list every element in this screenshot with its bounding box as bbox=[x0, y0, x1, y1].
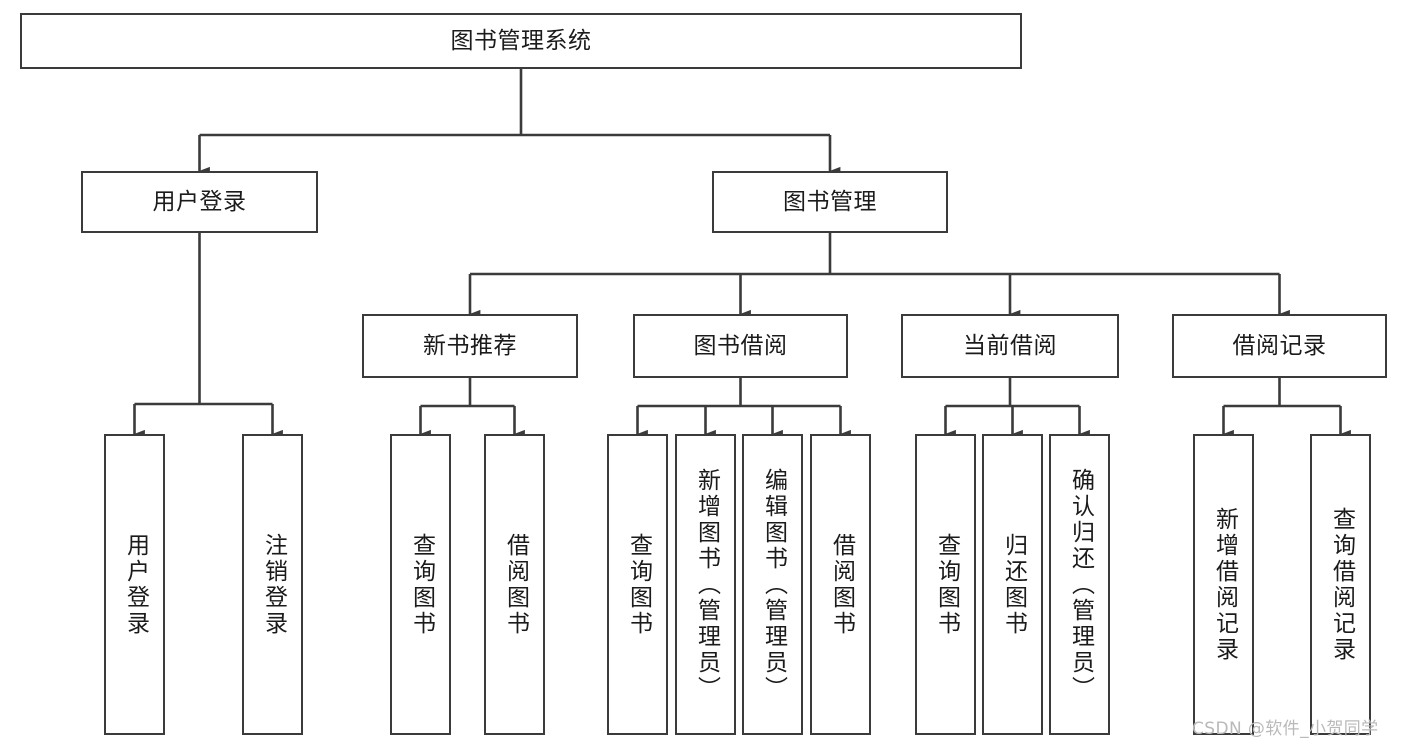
node-leaf-borrow-add-label: 新增图书（管理员） bbox=[693, 467, 720, 702]
node-leaf-rec-borrow-label: 借阅图书 bbox=[502, 532, 529, 637]
node-leaf-rec-add[interactable]: 新增借阅记录 bbox=[1193, 434, 1254, 735]
node-leaf-user-login[interactable]: 用户登录 bbox=[104, 434, 165, 735]
node-current-borrow[interactable]: 当前借阅 bbox=[901, 314, 1119, 378]
node-leaf-borrow-lend-label: 借阅图书 bbox=[828, 532, 855, 637]
node-leaf-rec-borrow[interactable]: 借阅图书 bbox=[484, 434, 545, 735]
node-leaf-cur-query[interactable]: 查询图书 bbox=[915, 434, 976, 735]
node-root-label: 图书管理系统 bbox=[450, 27, 592, 54]
node-leaf-borrow-add[interactable]: 新增图书（管理员） bbox=[675, 434, 736, 735]
node-leaf-borrow-query-label: 查询图书 bbox=[625, 532, 652, 637]
node-leaf-borrow-edit[interactable]: 编辑图书（管理员） bbox=[742, 434, 803, 735]
node-current-borrow-label: 当前借阅 bbox=[963, 332, 1057, 359]
watermark-text: CSDN @软件_小贺同学 bbox=[1192, 719, 1379, 739]
node-leaf-rec-add-label: 新增借阅记录 bbox=[1211, 506, 1238, 663]
node-root[interactable]: 图书管理系统 bbox=[20, 13, 1022, 69]
node-leaf-rec-search-label: 查询借阅记录 bbox=[1328, 506, 1355, 663]
node-leaf-cur-confirm[interactable]: 确认归还（管理员） bbox=[1049, 434, 1110, 735]
node-book-borrow-label: 图书借阅 bbox=[693, 332, 788, 359]
node-leaf-borrow-edit-label: 编辑图书（管理员） bbox=[760, 467, 787, 702]
node-leaf-user-logout-label: 注销登录 bbox=[260, 532, 287, 637]
node-leaf-borrow-lend[interactable]: 借阅图书 bbox=[810, 434, 871, 735]
node-leaf-cur-confirm-label: 确认归还（管理员） bbox=[1067, 467, 1094, 702]
node-borrow-record[interactable]: 借阅记录 bbox=[1172, 314, 1387, 378]
node-leaf-rec-query-label: 查询图书 bbox=[408, 532, 435, 637]
node-new-book-rec-label: 新书推荐 bbox=[423, 332, 517, 359]
node-leaf-rec-query[interactable]: 查询图书 bbox=[390, 434, 451, 735]
node-book-manage[interactable]: 图书管理 bbox=[712, 171, 948, 233]
node-book-borrow[interactable]: 图书借阅 bbox=[633, 314, 848, 378]
node-book-manage-label: 图书管理 bbox=[783, 188, 877, 215]
node-leaf-cur-return-label: 归还图书 bbox=[1000, 532, 1027, 637]
node-user-login[interactable]: 用户登录 bbox=[81, 171, 318, 233]
node-leaf-borrow-query[interactable]: 查询图书 bbox=[607, 434, 668, 735]
node-leaf-user-login-label: 用户登录 bbox=[122, 532, 149, 637]
node-leaf-user-logout[interactable]: 注销登录 bbox=[242, 434, 303, 735]
node-leaf-cur-query-label: 查询图书 bbox=[933, 532, 960, 637]
node-new-book-rec[interactable]: 新书推荐 bbox=[362, 314, 578, 378]
node-user-login-label: 用户登录 bbox=[152, 188, 247, 215]
node-leaf-cur-return[interactable]: 归还图书 bbox=[982, 434, 1043, 735]
node-borrow-record-label: 借阅记录 bbox=[1232, 332, 1327, 359]
node-leaf-rec-search[interactable]: 查询借阅记录 bbox=[1310, 434, 1371, 735]
